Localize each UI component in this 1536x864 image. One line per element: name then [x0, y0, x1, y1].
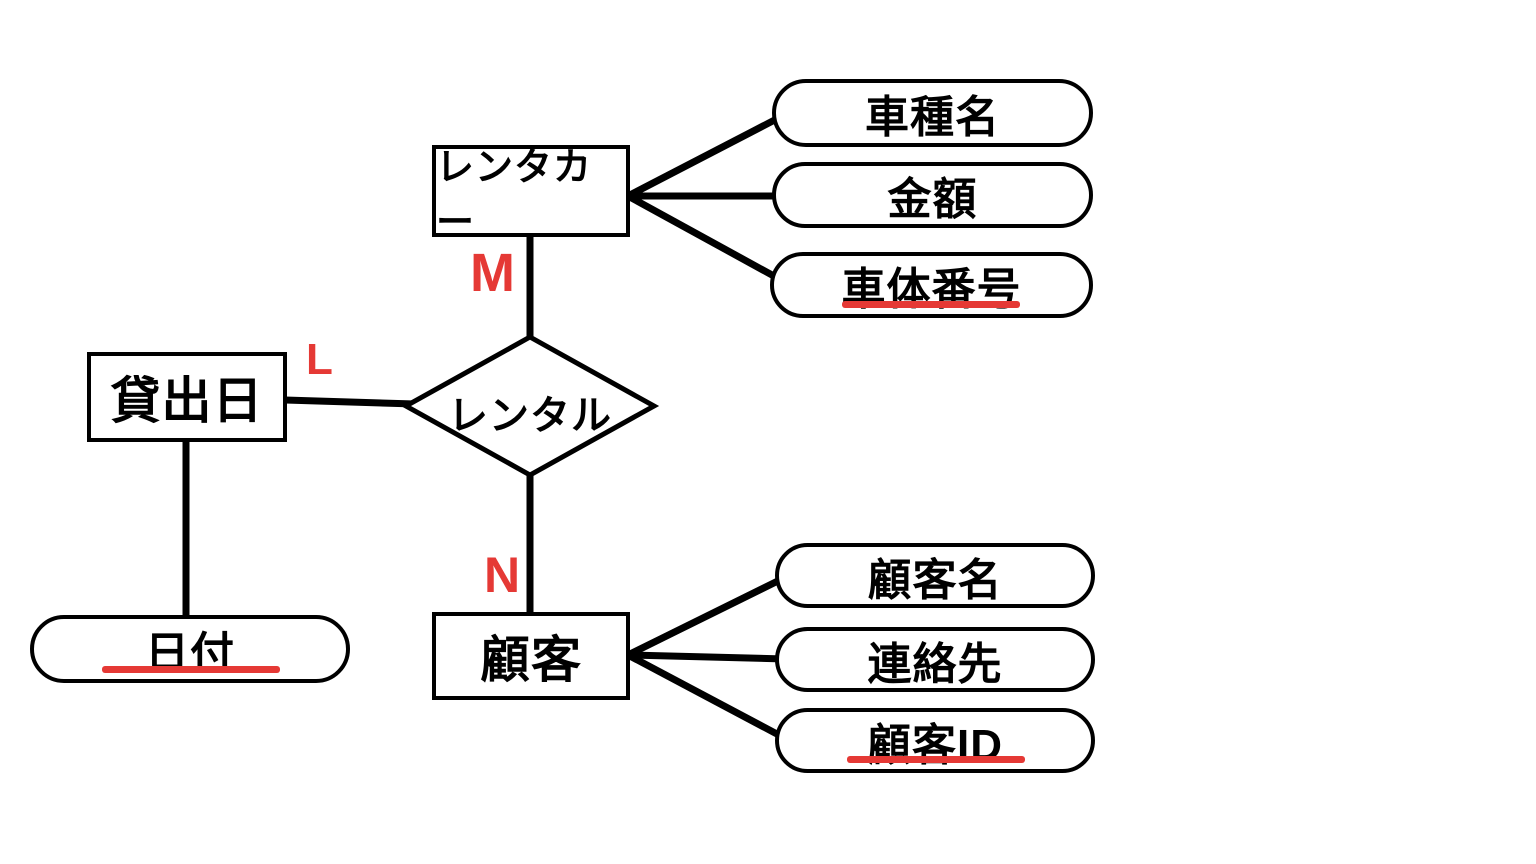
attribute-customer-name-label: 顧客名	[867, 555, 1003, 605]
line-lendingdate-to-rental-L	[284, 396, 416, 408]
attribute-contact-label: 連絡先	[867, 639, 1003, 689]
attribute-car-model-name: 車種名	[772, 79, 1093, 147]
attribute-date-key: 日付	[30, 615, 350, 683]
attribute-body-number-key: 車体番号	[770, 252, 1093, 318]
line-customer-to-customerid	[626, 651, 794, 746]
attribute-contact: 連絡先	[775, 627, 1095, 692]
entity-rental-car-label: レンタカー	[436, 147, 593, 244]
relationship-label: レンタル	[448, 394, 612, 438]
attribute-price-label: 金額	[887, 175, 978, 224]
attribute-car-model-name-label: 車種名	[865, 93, 1000, 142]
key-underline	[842, 301, 1020, 308]
line-rentalcar-to-carmodel	[626, 108, 792, 200]
cardinality-n: N	[484, 547, 521, 603]
cardinality-m: M	[470, 243, 515, 303]
cardinality-l: L	[306, 335, 333, 384]
key-underline	[847, 756, 1025, 763]
line-rentalcar-to-bodynumber	[626, 192, 794, 290]
attribute-price: 金額	[772, 162, 1093, 228]
entity-rental-car: レンタカー	[432, 145, 630, 244]
attribute-customer-id-key: 顧客ID	[775, 708, 1095, 773]
relationship-diamond	[400, 334, 660, 478]
entity-lending-date: 貸出日	[87, 352, 287, 442]
key-underline	[102, 666, 280, 673]
entity-lending-date-label: 貸出日	[110, 373, 264, 429]
entity-customer-label: 顧客	[480, 632, 582, 688]
line-customer-to-customername	[626, 571, 792, 659]
attribute-customer-name: 顧客名	[775, 543, 1095, 608]
line-customer-to-contact	[627, 651, 787, 663]
entity-customer: 顧客	[432, 612, 630, 700]
